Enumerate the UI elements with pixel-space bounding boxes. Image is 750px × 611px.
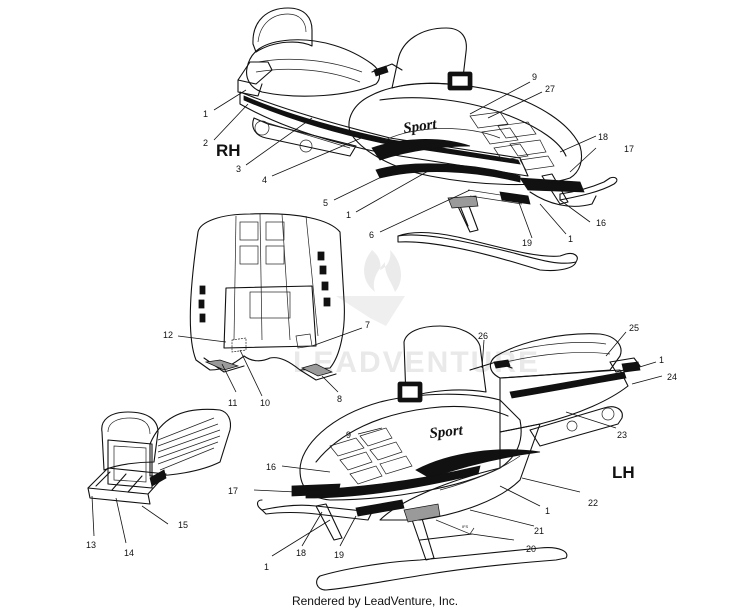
seat-ribs	[157, 417, 221, 471]
callout-22: 22	[588, 498, 598, 508]
callout-19-a: 19	[522, 238, 532, 248]
callout-13: 13	[86, 540, 96, 550]
callout-10: 10	[260, 398, 270, 408]
callout-6: 6	[369, 230, 374, 240]
callout-21: 21	[534, 526, 544, 536]
callout-17-b: 17	[228, 486, 238, 496]
callout-1-c: 1	[568, 234, 573, 244]
callout-1-f: 1	[264, 562, 269, 572]
rh-snowmobile: Sport POLARIS	[237, 7, 618, 272]
rh-view-label: RH	[216, 141, 241, 160]
callout-1-b: 1	[346, 210, 351, 220]
callout-14: 14	[124, 548, 134, 558]
callout-2: 2	[203, 138, 208, 148]
callout-1-e: 1	[545, 506, 550, 516]
callout-16-b: 16	[266, 462, 276, 472]
svg-text:IFS: IFS	[462, 524, 469, 529]
rh-sport-decal: Sport	[402, 116, 438, 137]
lh-hood-vents	[329, 427, 413, 485]
callout-3: 3	[236, 164, 241, 174]
callout-8: 8	[337, 394, 342, 404]
callout-26: 26	[478, 331, 488, 341]
callout-5: 5	[323, 198, 328, 208]
callout-1-d: 1	[659, 355, 664, 365]
lh-view-label: LH	[612, 463, 635, 482]
callout-9-a: 9	[532, 72, 537, 82]
callout-7: 7	[365, 320, 370, 330]
callout-18-b: 18	[296, 548, 306, 558]
callout-16-a: 16	[596, 218, 606, 228]
callout-23: 23	[617, 430, 627, 440]
callout-20: 20	[526, 544, 536, 554]
lh-snowmobile: Sport POLARIS IFS	[256, 325, 641, 591]
callout-numbers: 1 2 3 4 5 1 6 9 27 18 17 16 1 19 7 12 11…	[86, 72, 677, 572]
callout-4: 4	[262, 175, 267, 185]
callout-11: 11	[228, 398, 237, 408]
callout-18-a: 18	[598, 132, 608, 142]
callout-27: 27	[545, 84, 555, 94]
hood-vents	[469, 111, 555, 171]
callout-19-b: 19	[334, 550, 344, 560]
callout-1-a: 1	[203, 109, 208, 119]
leader-lines	[91, 81, 663, 557]
render-credit: Rendered by LeadVenture, Inc.	[291, 594, 459, 608]
callout-24: 24	[667, 372, 677, 382]
callout-15: 15	[178, 520, 188, 530]
leadventure-watermark: LEADVENTURE	[293, 250, 538, 379]
callout-12: 12	[163, 330, 173, 340]
seat-assembly	[87, 408, 232, 505]
lh-sport-decal: Sport	[429, 422, 465, 441]
callout-17-a: 17	[624, 144, 634, 154]
lh-brand-decal: POLARIS	[304, 487, 322, 492]
callout-25: 25	[629, 323, 639, 333]
callout-9-b: 9	[346, 430, 351, 440]
